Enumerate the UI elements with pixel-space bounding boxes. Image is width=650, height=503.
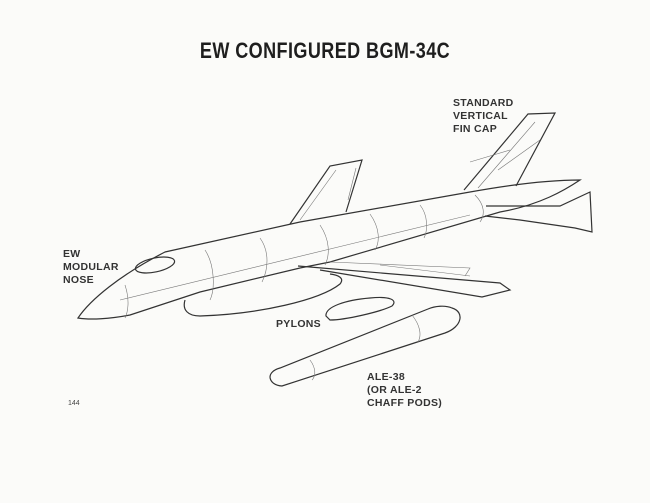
nose-label: EW MODULAR NOSE	[63, 248, 119, 287]
pods-label-line: (OR ALE-2	[367, 384, 422, 396]
pods-label: ALE-38 (OR ALE-2 CHAFF PODS)	[367, 371, 442, 410]
pods-label-line: CHAFF PODS)	[367, 397, 443, 409]
main-wing	[297, 265, 512, 298]
engine-nacelle	[183, 273, 343, 317]
horizontal-tail	[484, 191, 593, 233]
nose-hatch	[134, 256, 176, 274]
pylons-label: PYLONS	[276, 318, 321, 330]
fin-cap-label: STANDARD VERTICAL FIN CAP	[453, 97, 514, 136]
pylon	[325, 296, 395, 321]
fuselage	[76, 179, 582, 320]
fin-cap-label-line: STANDARD	[453, 97, 514, 109]
fin-cap-label-line: FIN CAP	[453, 123, 498, 135]
pods-label-line: ALE-38	[367, 371, 405, 383]
nose-label-line: NOSE	[63, 274, 94, 286]
vertical-fin	[463, 112, 557, 191]
chaff-pod	[269, 305, 461, 387]
page-title: EW CONFIGURED BGM-34C	[199, 38, 451, 63]
page-number: 144	[68, 400, 80, 407]
left-wing	[289, 159, 363, 225]
nose-label-line: EW	[63, 248, 81, 260]
nose-label-line: MODULAR	[63, 261, 119, 273]
fin-cap-label-line: VERTICAL	[453, 110, 508, 122]
